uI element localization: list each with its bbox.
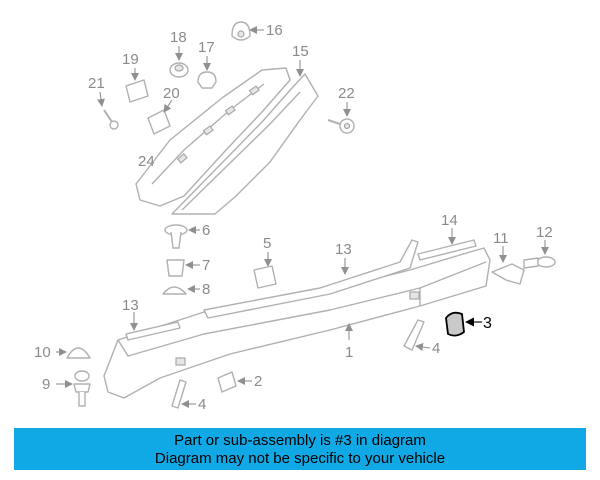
part-13-moulding[interactable]: 13 — [203, 239, 419, 319]
part-4-bracket-right[interactable]: 4 — [403, 319, 440, 357]
callout-22: 21 — [88, 75, 105, 92]
part-11-bracket[interactable]: 11 — [491, 230, 525, 285]
part-8-cap[interactable]: 8 — [162, 281, 210, 298]
part-9-plug[interactable]: 9 — [42, 370, 91, 407]
callout-18: 17 — [198, 39, 215, 56]
part-17-grommet[interactable]: 16 — [231, 21, 283, 41]
part-21-bracket[interactable]: 20 — [147, 85, 180, 135]
part-18-clip[interactable]: 17 — [197, 39, 217, 89]
callout-2: 2 — [254, 373, 262, 390]
callout-6: 6 — [202, 222, 210, 239]
callout-19: 18 — [170, 29, 187, 46]
part-5-retainer[interactable]: 5 — [253, 235, 277, 289]
callout-16: 15 — [292, 43, 309, 60]
part-24-pillar-trim[interactable]: 24 — [135, 67, 291, 207]
callout-15: 14 — [441, 212, 458, 229]
part-14-strip[interactable]: 13 — [122, 297, 181, 341]
part-6-push-clip[interactable]: 6 — [164, 222, 210, 249]
callout-24: 24 — [138, 153, 155, 170]
part-3-highlighted[interactable]: 3 — [445, 311, 492, 337]
banner-line-2: Diagram may not be specific to your vehi… — [154, 450, 446, 467]
part-16-pillar-trim[interactable]: 15 — [171, 43, 319, 215]
callout-20: 19 — [122, 51, 139, 68]
part-23-screw[interactable]: 22 — [327, 85, 355, 134]
callout-23: 22 — [338, 85, 355, 102]
callout-4-left: 4 — [198, 396, 206, 413]
callout-7: 7 — [202, 257, 210, 274]
callout-11: 11 — [493, 230, 509, 247]
callout-21: 20 — [163, 85, 180, 102]
parts-diagram: 15 24 16 18 17 19 20 — [34, 21, 556, 413]
part-7-nut[interactable]: 7 — [166, 257, 210, 277]
callout-1: 1 — [345, 344, 353, 361]
callout-12: 12 — [536, 224, 553, 241]
callout-13: 13 — [335, 241, 352, 258]
callout-5: 5 — [263, 235, 271, 252]
part-10-cap[interactable]: 10 — [34, 344, 91, 361]
callout-9: 9 — [42, 376, 50, 393]
part-1-rocker-panel[interactable]: 1 — [103, 247, 491, 399]
part-2-cap[interactable]: 2 — [217, 371, 262, 393]
part-22-screw[interactable]: 21 — [88, 75, 119, 130]
callout-14: 13 — [122, 297, 139, 314]
part-15-strip[interactable]: 14 — [417, 212, 477, 261]
part-12-push-pin[interactable]: 12 — [523, 224, 556, 269]
callout-4-right: 4 — [432, 340, 440, 357]
callout-3: 3 — [483, 315, 492, 332]
part-19-clip[interactable]: 18 — [169, 29, 189, 78]
callout-8: 8 — [202, 281, 210, 298]
banner-line-1: Part or sub-assembly is #3 in diagram — [174, 432, 426, 449]
part-20-bracket[interactable]: 19 — [122, 51, 149, 103]
callout-17: 16 — [266, 22, 283, 39]
callout-10: 10 — [34, 344, 51, 361]
info-banner: Part or sub-assembly is #3 in diagram Di… — [14, 428, 586, 470]
part-4-bracket-left[interactable]: 4 — [171, 379, 206, 413]
